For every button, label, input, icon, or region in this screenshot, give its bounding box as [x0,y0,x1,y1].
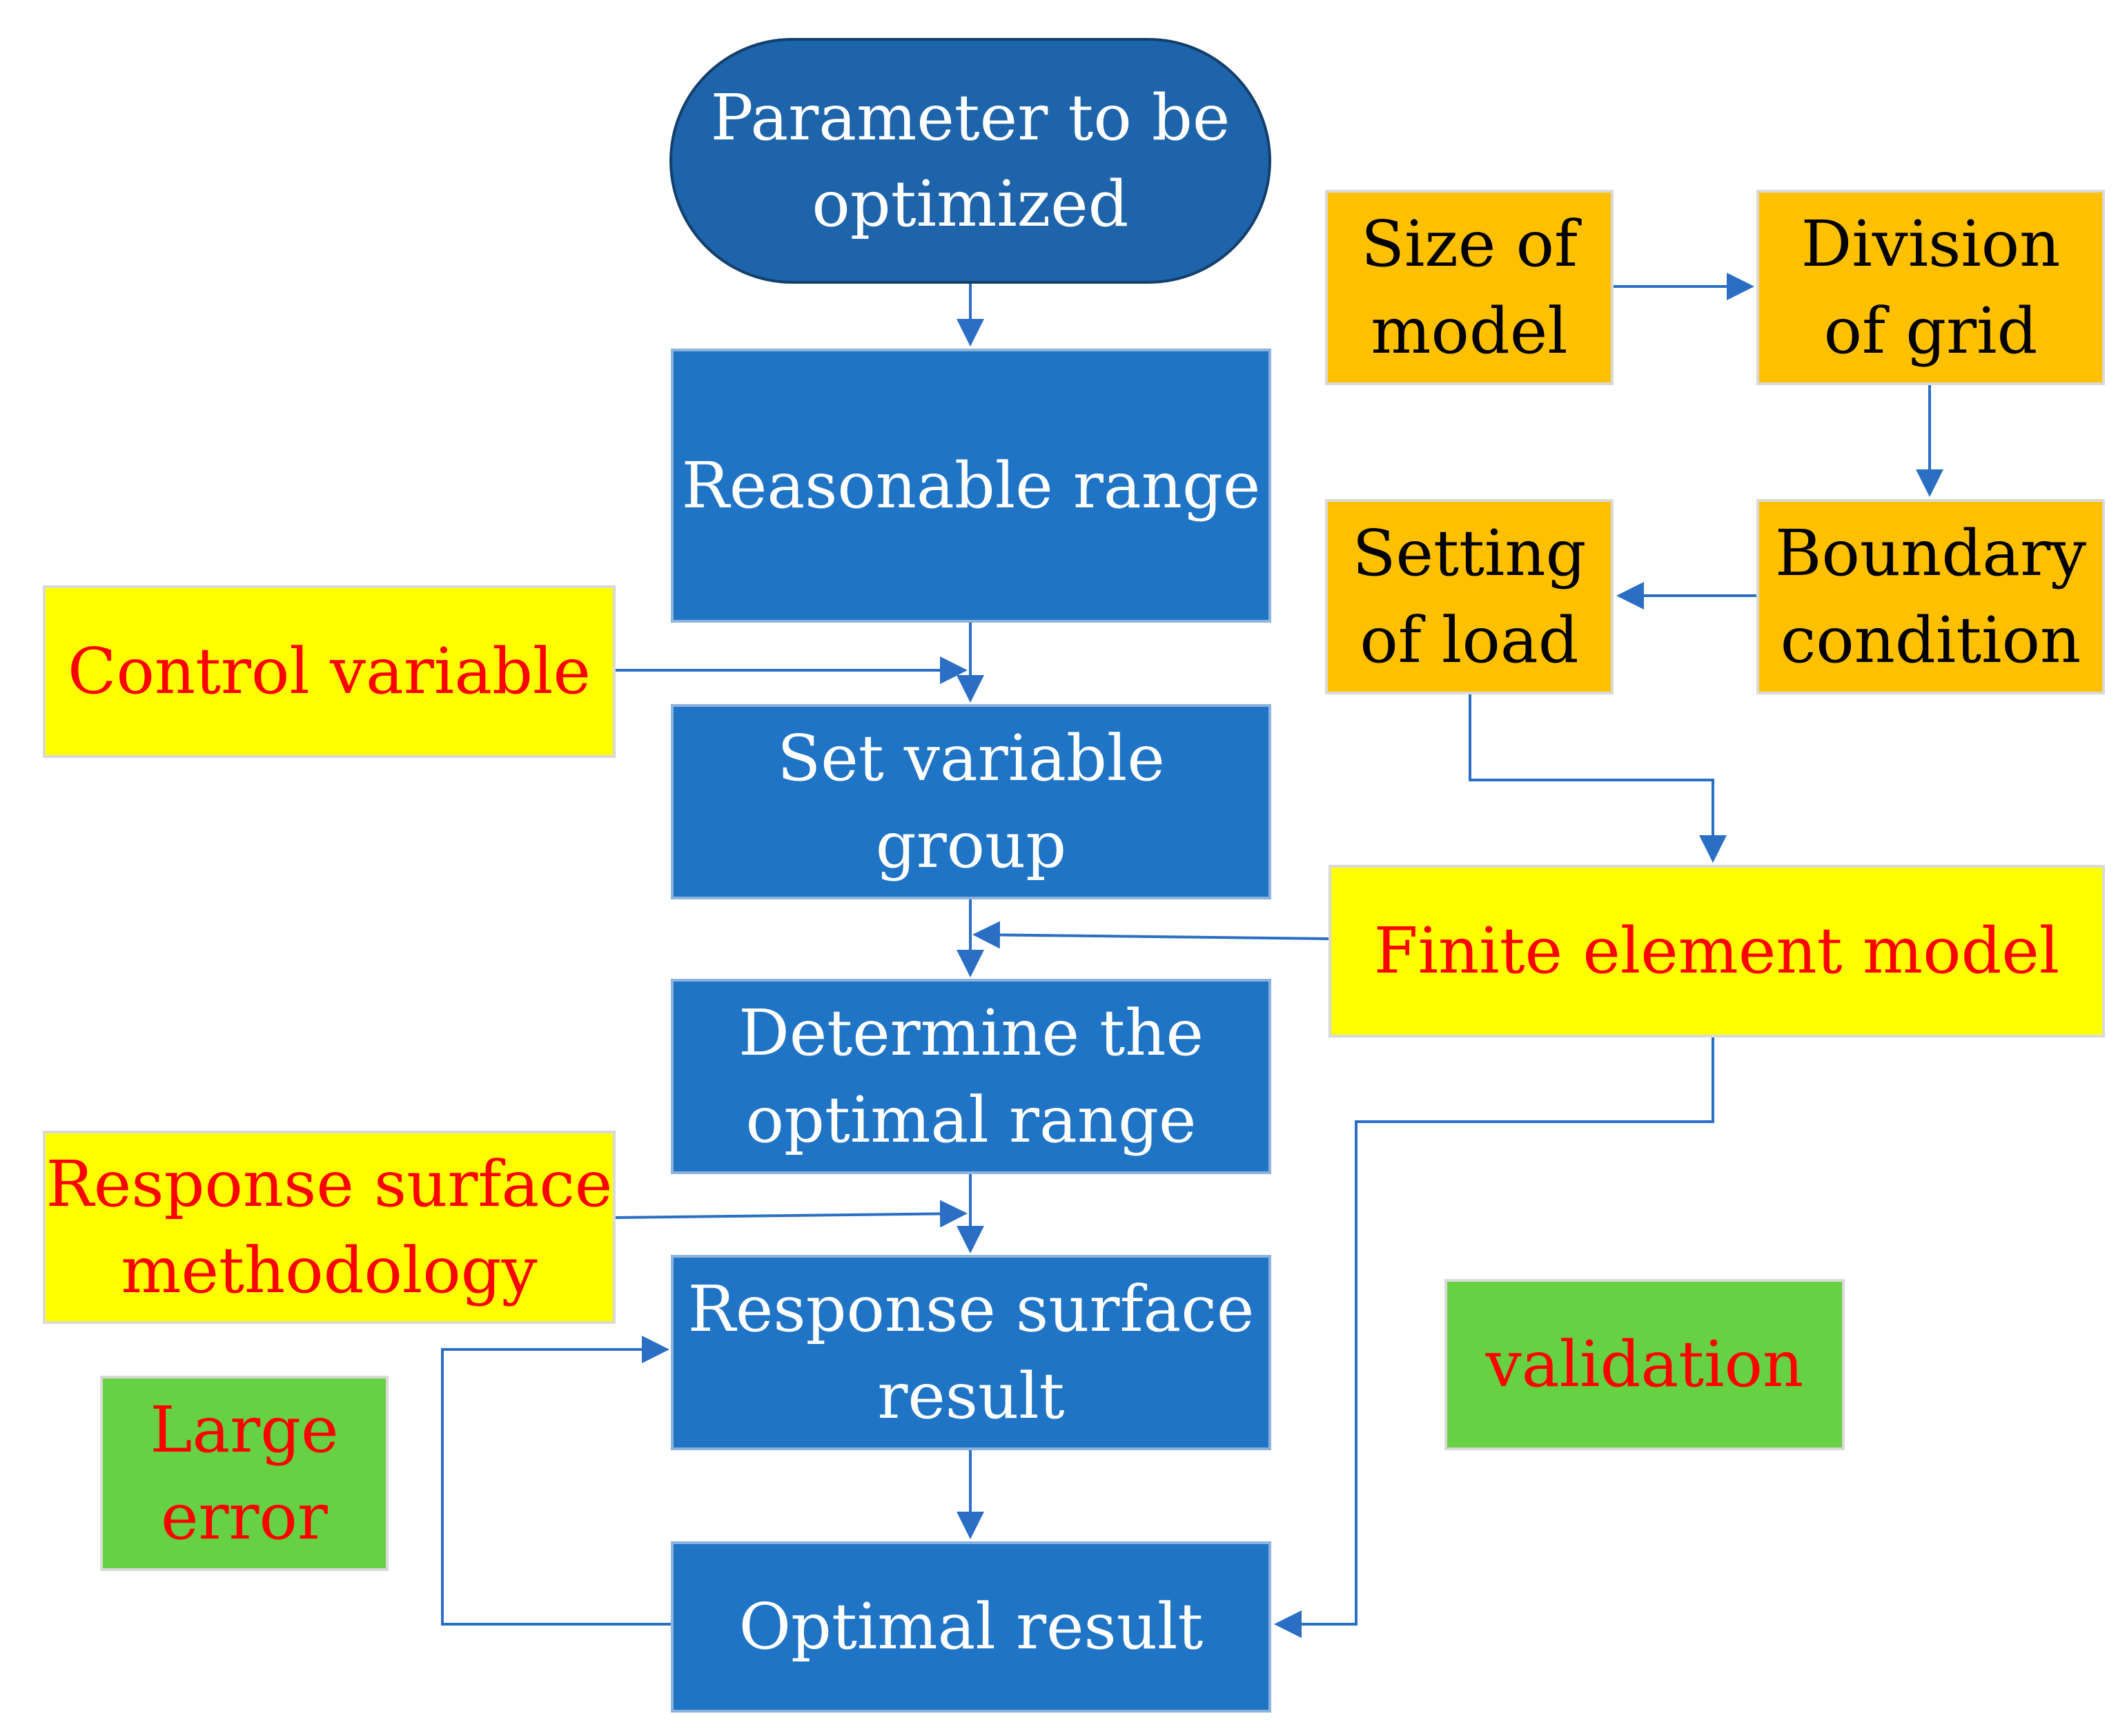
node-label: Response surface result [687,1272,1255,1433]
node-determine-optimal-range: Determine the optimal range [671,979,1271,1174]
arrow-setting-to-finite-element-model [1469,694,1727,863]
node-label: Parameter to be optimized [710,80,1231,241]
node-division-of-grid: Division of grid [1756,190,2105,385]
node-boundary-condition: Boundary condition [1756,499,2105,694]
node-label: Size of model [1360,207,1578,368]
node-label: Response surface methodology [46,1147,613,1307]
node-set-variable-group: Set variable group [671,704,1271,899]
node-reasonable-range: Reasonable range [671,349,1271,623]
node-label: Division of grid [1801,207,2061,368]
node-control-variable: Control variable [43,585,616,758]
node-label: Finite element model [1373,914,2060,988]
node-size-of-model: Size of model [1325,190,1614,385]
node-label: Set variable group [777,721,1165,882]
arrow-optimal-result-loop-back [441,1336,671,1626]
arrow-finite-element-model-to-determine-range [972,921,1329,949]
arrow-finite-element-model-to-optimal-result [1274,1037,1714,1638]
node-large-error: Large error [100,1376,389,1571]
node-label: Determine the optimal range [738,996,1204,1157]
node-response-surface-result: Response surface result [671,1255,1271,1450]
node-parameter-to-be-optimized: Parameter to be optimized [669,38,1271,284]
node-label: Setting of load [1352,516,1587,677]
node-setting-of-load: Setting of load [1325,499,1614,694]
node-optimal-result: Optimal result [671,1541,1271,1713]
node-label: Large error [150,1393,339,1554]
node-label: Control variable [68,634,591,709]
node-label: Boundary condition [1774,516,2087,677]
node-response-surface-methodology: Response surface methodology [43,1131,616,1324]
node-validation: validation [1444,1279,1845,1450]
node-label: Optimal result [738,1590,1204,1664]
node-finite-element-model: Finite element model [1329,865,2105,1037]
arrow-methodology-to-response-surface-result [615,1200,968,1228]
node-label: validation [1485,1327,1804,1402]
node-label: Reasonable range [681,448,1261,523]
